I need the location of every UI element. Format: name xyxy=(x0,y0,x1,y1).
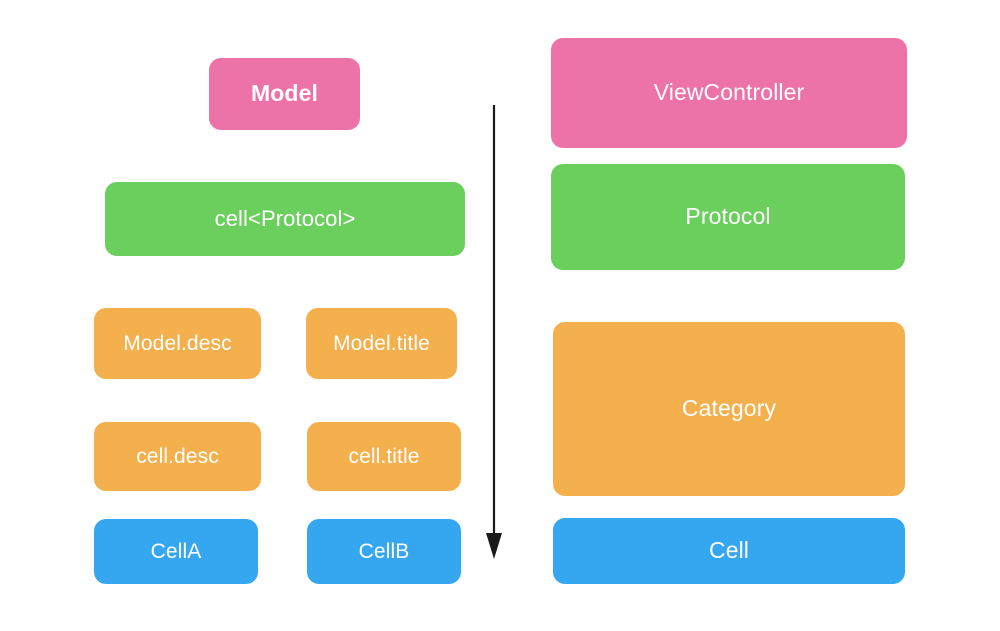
node-category[interactable]: Category xyxy=(553,322,905,496)
node-model[interactable]: Model xyxy=(209,58,360,130)
node-label-cell-b: CellB xyxy=(358,539,410,563)
node-label-cell-protocol: cell<Protocol> xyxy=(214,205,356,231)
node-cell-desc[interactable]: cell.desc xyxy=(94,422,261,491)
node-label-model-title: Model.title xyxy=(333,331,430,355)
node-label-view-controller: ViewController xyxy=(653,79,805,106)
node-label-cell-title: cell.title xyxy=(348,444,420,468)
node-label-category: Category xyxy=(681,395,777,422)
node-label-protocol: Protocol xyxy=(685,203,771,230)
node-cell-protocol[interactable]: cell<Protocol> xyxy=(105,182,465,256)
arrow-head xyxy=(486,533,502,559)
downward-flow-arrow xyxy=(486,105,502,559)
node-label-cell-desc: cell.desc xyxy=(136,444,219,468)
node-model-title[interactable]: Model.title xyxy=(306,308,457,379)
node-label-model-desc: Model.desc xyxy=(123,331,232,355)
node-cell-b[interactable]: CellB xyxy=(307,519,461,584)
node-cell[interactable]: Cell xyxy=(553,518,905,584)
node-model-desc[interactable]: Model.desc xyxy=(94,308,261,379)
node-label-cell: Cell xyxy=(708,537,750,564)
node-cell-title[interactable]: cell.title xyxy=(307,422,461,491)
node-protocol[interactable]: Protocol xyxy=(551,164,905,270)
node-label-model: Model xyxy=(251,80,318,107)
node-view-controller[interactable]: ViewController xyxy=(551,38,907,148)
node-cell-a[interactable]: CellA xyxy=(94,519,258,584)
node-label-cell-a: CellA xyxy=(150,539,202,563)
